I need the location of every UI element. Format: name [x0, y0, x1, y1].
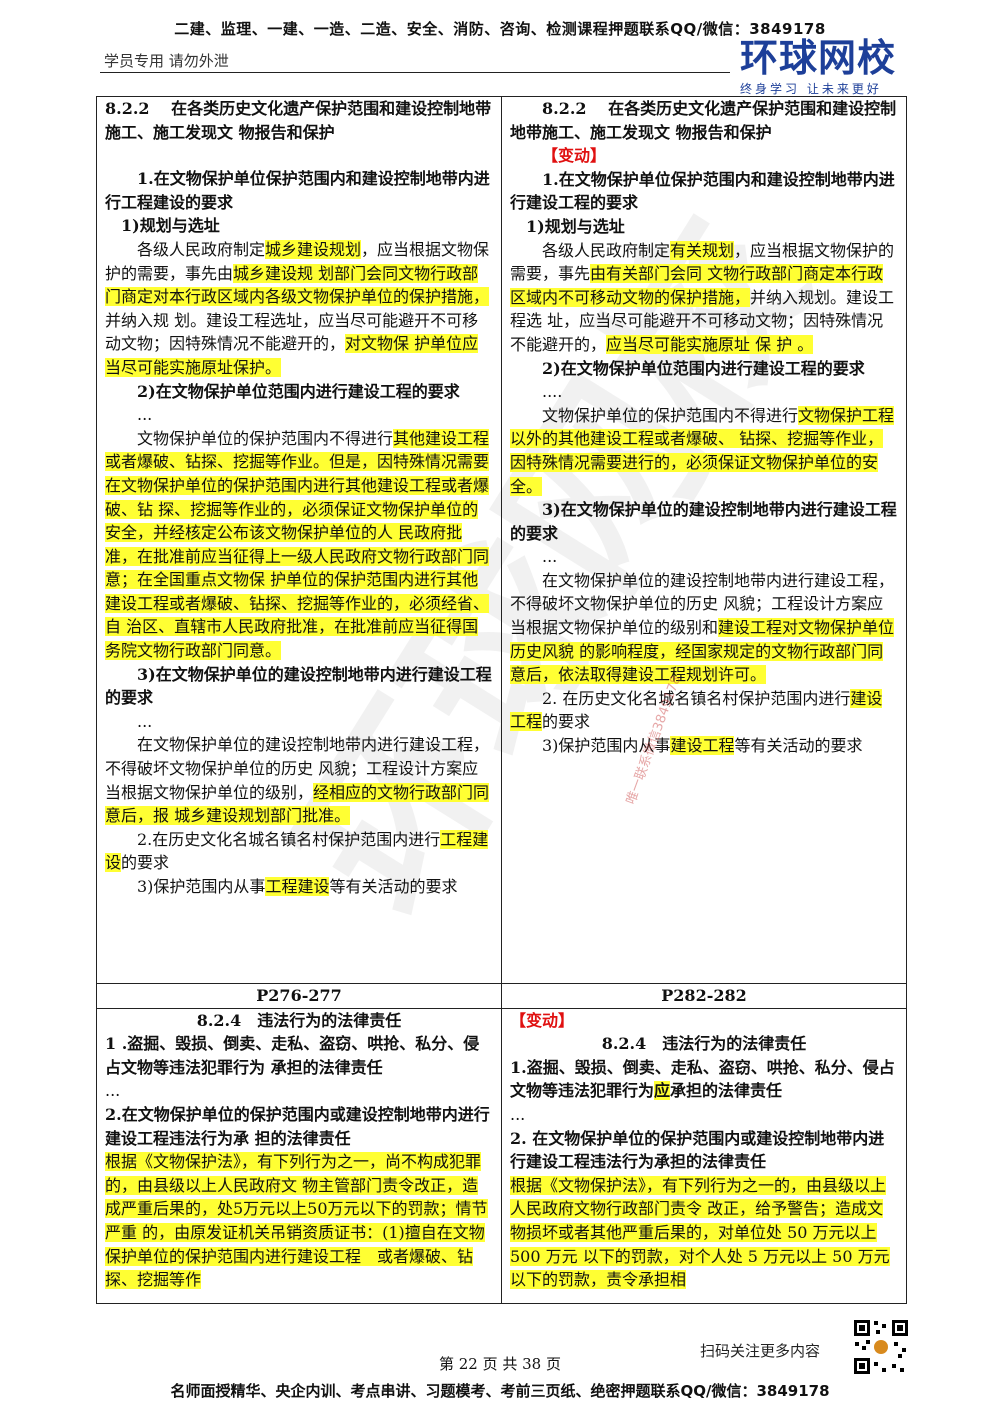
highlight-run: 应 [654, 1081, 671, 1101]
text-run: 承担的法律责任 [670, 1081, 783, 1101]
paragraph-historic-city: 2. 在历史文化名城名镇名村保护范围内进行建设工程的要求 [510, 687, 898, 734]
subsection-heading: 1 .盗掘、毁损、倒卖、走私、盗窃、哄抢、私分、侵占文物等违法犯罪行为 承担的法… [105, 1034, 480, 1077]
change-badge: 【变动】 [510, 1009, 898, 1033]
subsection-heading: 1.在文物保护单位保护范围内和建设控制地带内进行工程建设的要求 [105, 169, 490, 212]
subsection-heading: 2. 在文物保护单位的保护范围内或建设控制地带内进行建设工程违法行为承担的法律责… [510, 1128, 885, 1172]
header-divider [100, 72, 730, 73]
item-heading: 3)在文物保护单位的建设控制地带内进行建设工程的要求 [510, 500, 897, 543]
change-label: 【变动】 [510, 1010, 575, 1030]
change-badge: 【变动】 [510, 144, 898, 168]
text-run: 3)保护范围内从事 [542, 736, 671, 756]
item-heading: 1)规划与选址 [121, 216, 220, 236]
text-run: 的要求 [121, 853, 170, 873]
paragraph-historic-city: 2.在历史文化名城名镇名村保护范围内进行工程建设的要求 [105, 828, 493, 875]
ellipsis: .... [542, 382, 563, 402]
item-heading: 2)在文物保护单位范围内进行建设工程的要求 [542, 358, 865, 378]
highlight-run: 建设工程 [670, 736, 735, 756]
item-heading: 2)在文物保护单位范围内进行建设工程的要求 [137, 381, 460, 401]
highlight-run: 其他建设工程或者爆破、钻探、挖掘等作业。但是，因特殊情况需要在文物保护单位的保护… [105, 428, 490, 661]
paragraph-planning: 各级人民政府制定有关规划，应当根据文物保护的需要，事先由有关部门会同 文物行政部… [510, 239, 898, 357]
right-top-cell: 8.2.2 在各类历史文化遗产保护范围和建设控制地带施工、施工发现文 物报告和保… [501, 96, 907, 984]
text-run: 等有关活动的要求 [734, 736, 863, 756]
logo-slogan: 终身学习 让未来更好 [740, 82, 882, 96]
table-row-pages: P276-277 P282-282 [96, 983, 907, 1009]
item-heading: 1)规划与选址 [526, 216, 625, 236]
text-run: ，应当根据文物保护的需要，事先 [510, 240, 895, 284]
page-ref-left: P276-277 [96, 983, 502, 1009]
footer-contact-line: 名师面授精华、央企内训、考点串讲、习题模考、考前三页纸、绝密押题联系QQ/微信：… [170, 1382, 830, 1400]
ellipsis: ... [542, 547, 558, 567]
qr-code-icon[interactable] [852, 1318, 910, 1376]
table-row-bottom: 8.2.4 违法行为的法律责任 1 .盗掘、毁损、倒卖、走私、盗窃、哄抢、私分、… [96, 1007, 907, 1304]
text-run: 各级人民政府制定 [137, 239, 266, 259]
highlight-run: 城乡建设规划 [265, 239, 362, 259]
text-run: 在文物保护单位的建设控制地带内进行建设工程，不得破坏文物保护单位的历史 风貌；工… [105, 735, 490, 802]
header-contact-line: 二建、监理、一建、一造、二造、安全、消防、咨询、检测课程押题联系QQ/微信：38… [174, 20, 826, 38]
logo-text: 环球网校 [740, 36, 897, 80]
ellipsis: ... [105, 1081, 121, 1101]
text-run: 等有关活动的要求 [329, 877, 458, 896]
paragraph-penalty: 根据《文物保护法》，有下列行为之一，尚不构成犯罪的，由县级以上人民政府文 物主管… [105, 1150, 493, 1292]
highlight-run: 根据《文物保护法》，有下列行为之一的，由县级以上人民政府文物行政部门责令 改正，… [510, 1175, 890, 1290]
left-bottom-cell: 8.2.4 违法行为的法律责任 1 .盗掘、毁损、倒卖、走私、盗窃、哄抢、私分、… [96, 1007, 502, 1304]
paragraph-control-zone: 在文物保护单位的建设控制地带内进行建设工程，不得破坏文物保护单位的历史 风貌；工… [105, 733, 493, 827]
paragraph-control-zone: 在文物保护单位的建设控制地带内进行建设工程，不得破坏文物保护单位的历史 风貌；工… [510, 569, 898, 687]
paragraph-activities: 3)保护范围内从事工程建设等有关活动的要求 [105, 875, 493, 899]
text-run: 各级人民政府制定 [542, 240, 671, 260]
text-run: 文物保护单位的保护范围内不得进行 [137, 428, 394, 448]
text-run: 并纳入规划。建设工程选 址，应当尽可能避开不可移动文物；因特殊情况不能避开的， [510, 287, 895, 354]
paragraph-protection-range: 文物保护单位的保护范围内不得进行其他建设工程或者爆破、钻探、挖掘等作业。但是，因… [105, 427, 493, 663]
section-title: 8.2.4 违法行为的法律责任 [601, 1034, 807, 1054]
item-heading: 3)在文物保护单位的建设控制地带内进行建设工程的要求 [105, 664, 492, 708]
highlight-run: 应当尽可能实施原址 保 护 。 [606, 334, 814, 354]
section-title: 8.2.2 在各类历史文化遗产保护范围和建设控制地带施工、施工发现文 物报告和保… [105, 99, 492, 142]
section-title: 8.2.2 在各类历史文化遗产保护范围和建设控制地带施工、施工发现文 物报告和保… [510, 99, 897, 142]
highlight-run: 根据《文物保护法》，有下列行为之一，尚不构成犯罪的，由县级以上人民政府文 物主管… [105, 1152, 488, 1290]
subsection-heading: 1.盗掘、毁损、倒卖、走私、盗窃、哄抢、私分、侵占文物等违法犯罪行为应承担的法律… [510, 1056, 898, 1103]
paragraph-protection-range: 文物保护单位的保护范围内不得进行文物保护工程以外的其他建设工程或者爆破、 钻探、… [510, 404, 898, 498]
text-run: 并纳入规 划。建设工程选址，应当尽可能避开不可移动文物；因特殊情况不能避开的， [105, 310, 479, 354]
text-run: 的要求 [542, 712, 591, 732]
left-top-cell: 8.2.2 在各类历史文化遗产保护范围和建设控制地带施工、施工发现文 物报告和保… [96, 96, 502, 984]
comparison-table: 8.2.2 在各类历史文化遗产保护范围和建设控制地带施工、施工发现文 物报告和保… [96, 96, 907, 1304]
paragraph-activities: 3)保护范围内从事建设工程等有关活动的要求 [510, 734, 898, 758]
page-number: 第 22 页 共 38 页 [438, 1355, 561, 1373]
ellipsis: ... [137, 405, 153, 425]
paragraph-penalty: 根据《文物保护法》，有下列行为之一的，由县级以上人民政府文物行政部门责令 改正，… [510, 1174, 898, 1292]
scan-hint: 扫码关注更多内容 [700, 1342, 821, 1360]
highlight-run: 工程建设 [265, 877, 330, 896]
table-row-top: 8.2.2 在各类历史文化遗产保护范围和建设控制地带施工、施工发现文 物报告和保… [96, 96, 907, 984]
ellipsis: ... [137, 711, 153, 731]
paragraph-planning: 各级人民政府制定城乡建设规划，应当根据文物保护的需要，事先由城乡建设规 划部门会… [105, 238, 493, 380]
change-label: 【变动】 [542, 146, 607, 166]
ellipsis: ... [510, 1104, 526, 1124]
highlight-run: 有关规划 [670, 240, 735, 260]
text-run: 3)保护范围内从事 [137, 877, 266, 896]
text-run: 文物保护单位的保护范围内不得进行 [542, 405, 799, 425]
header-confidential-note: 学员专用 请勿外泄 [104, 52, 229, 70]
page-ref-right: P282-282 [501, 983, 907, 1009]
right-bottom-cell: 【变动】 8.2.4 违法行为的法律责任 1.盗掘、毁损、倒卖、走私、盗窃、哄抢… [501, 1007, 907, 1304]
text-run: 1.盗掘、毁损、倒卖、走私、盗窃、哄抢、私分、侵占文物等违法犯罪行为 [510, 1057, 895, 1101]
section-title: 8.2.4 违法行为的法律责任 [196, 1010, 402, 1030]
text-run: 在文物保护单位的建设控制地带内进行建设工程，不得破坏文物保护单位的历史 风貌；工… [510, 570, 895, 638]
text-run: 2. 在历史文化名城名镇名村保护范围内进行 [542, 688, 851, 708]
text-run: 2.在历史文化名城名镇名村保护范围内进行 [137, 829, 441, 849]
subsection-heading: 2.在文物保护单位的保护范围内或建设控制地带内进行建设工程违法行为承 担的法律责… [105, 1104, 490, 1148]
brand-logo: 环球网校 终身学习 让未来更好 [740, 38, 920, 97]
text-run: ，应当根据文物保护的需要，事先由 [105, 239, 490, 283]
subsection-heading: 1.在文物保护单位保护范围内和建设控制地带内进行建设工程的要求 [510, 169, 895, 213]
